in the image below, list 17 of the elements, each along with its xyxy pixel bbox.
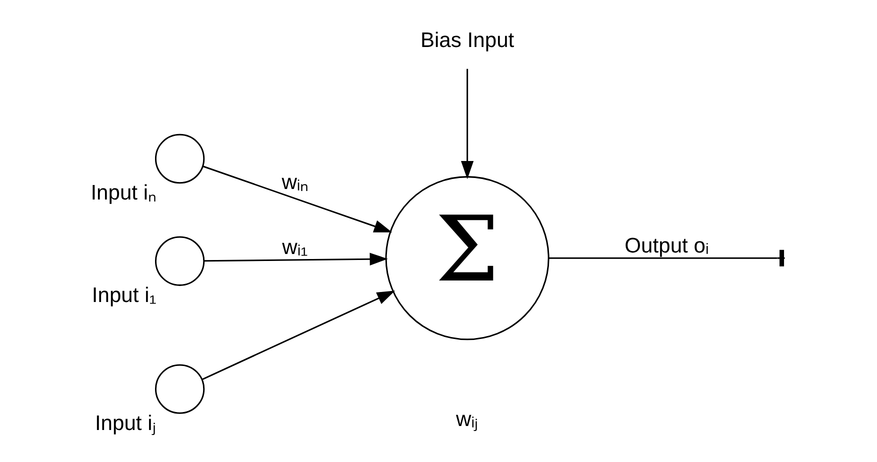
edge-label: wᵢₙ bbox=[282, 171, 308, 194]
node-label: Input iⱼ bbox=[94, 412, 156, 435]
node-circle bbox=[154, 236, 205, 286]
connector bbox=[548, 257, 785, 259]
node-circle: Σ bbox=[385, 176, 550, 340]
node-label: Input i₁ bbox=[92, 284, 156, 308]
node-text: Bias Input bbox=[420, 28, 514, 52]
node-label: Input iₙ bbox=[90, 182, 156, 205]
edge-label: wᵢ₁ bbox=[282, 236, 308, 259]
arrow bbox=[204, 252, 388, 266]
node-circle bbox=[154, 134, 205, 184]
node-circle bbox=[154, 364, 205, 414]
label: wᵢⱼ bbox=[456, 408, 479, 432]
arrow bbox=[202, 166, 392, 232]
edge-label: Output oᵢ bbox=[624, 234, 709, 258]
arrow bbox=[202, 290, 396, 380]
arrow bbox=[460, 68, 474, 180]
